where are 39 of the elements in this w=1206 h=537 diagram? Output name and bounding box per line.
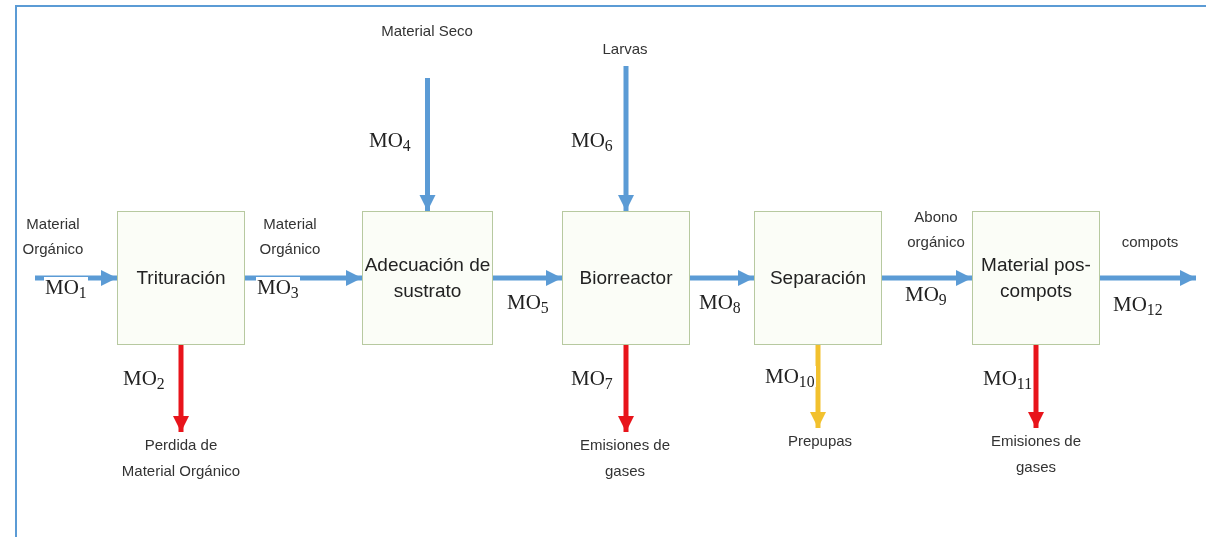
process-box: Separación bbox=[754, 211, 882, 345]
flow-arrow bbox=[493, 270, 562, 286]
output-label: Perdida de Material Orgánico bbox=[121, 432, 241, 485]
edge-label: MO$_{10}$ bbox=[764, 366, 816, 387]
process-box: Biorreactor bbox=[562, 211, 690, 345]
output-label: Prepupas bbox=[770, 428, 870, 455]
flow-arrow bbox=[618, 66, 634, 211]
edge-label: MO$_{9}$ bbox=[904, 284, 948, 305]
output-label: Emisiones de gases bbox=[570, 432, 680, 485]
edge-label: MO$_{3}$ bbox=[256, 277, 300, 298]
flow-label: Abono orgánico bbox=[906, 207, 966, 252]
edge-label: MO$_{2}$ bbox=[122, 368, 166, 389]
output-label: Emisiones de gases bbox=[981, 428, 1091, 481]
flow-arrow bbox=[35, 270, 117, 286]
edge-label: MO$_{11}$ bbox=[982, 368, 1033, 389]
flow-arrow bbox=[245, 270, 362, 286]
edge-label: MO$_{5}$ bbox=[506, 292, 550, 313]
edge-label: MO$_{1}$ bbox=[44, 277, 88, 298]
flow-label: compots bbox=[1120, 232, 1180, 252]
flow-arrow bbox=[618, 345, 634, 432]
process-box: Material pos-compots bbox=[972, 211, 1100, 345]
flow-arrow bbox=[810, 345, 826, 428]
flow-arrow bbox=[1028, 345, 1044, 428]
flow-label: Material Orgánico bbox=[21, 214, 85, 259]
flow-arrow bbox=[1100, 270, 1196, 286]
edge-label: MO$_{7}$ bbox=[570, 368, 614, 389]
flow-arrow bbox=[690, 270, 754, 286]
edge-label: MO$_{12}$ bbox=[1112, 294, 1164, 315]
flow-label: Material Orgánico bbox=[258, 214, 322, 259]
edge-label: MO$_{8}$ bbox=[698, 292, 742, 313]
edge-label: MO$_{6}$ bbox=[570, 130, 614, 151]
process-box: Trituración bbox=[117, 211, 245, 345]
flow-arrow bbox=[419, 78, 436, 211]
output-label: Larvas bbox=[580, 36, 670, 63]
flow-arrow bbox=[173, 345, 189, 432]
flow-arrow bbox=[882, 270, 972, 286]
process-box: Adecuación de sustrato bbox=[362, 211, 493, 345]
output-label: Material Seco bbox=[372, 18, 482, 45]
edge-label: MO$_{4}$ bbox=[368, 130, 412, 151]
